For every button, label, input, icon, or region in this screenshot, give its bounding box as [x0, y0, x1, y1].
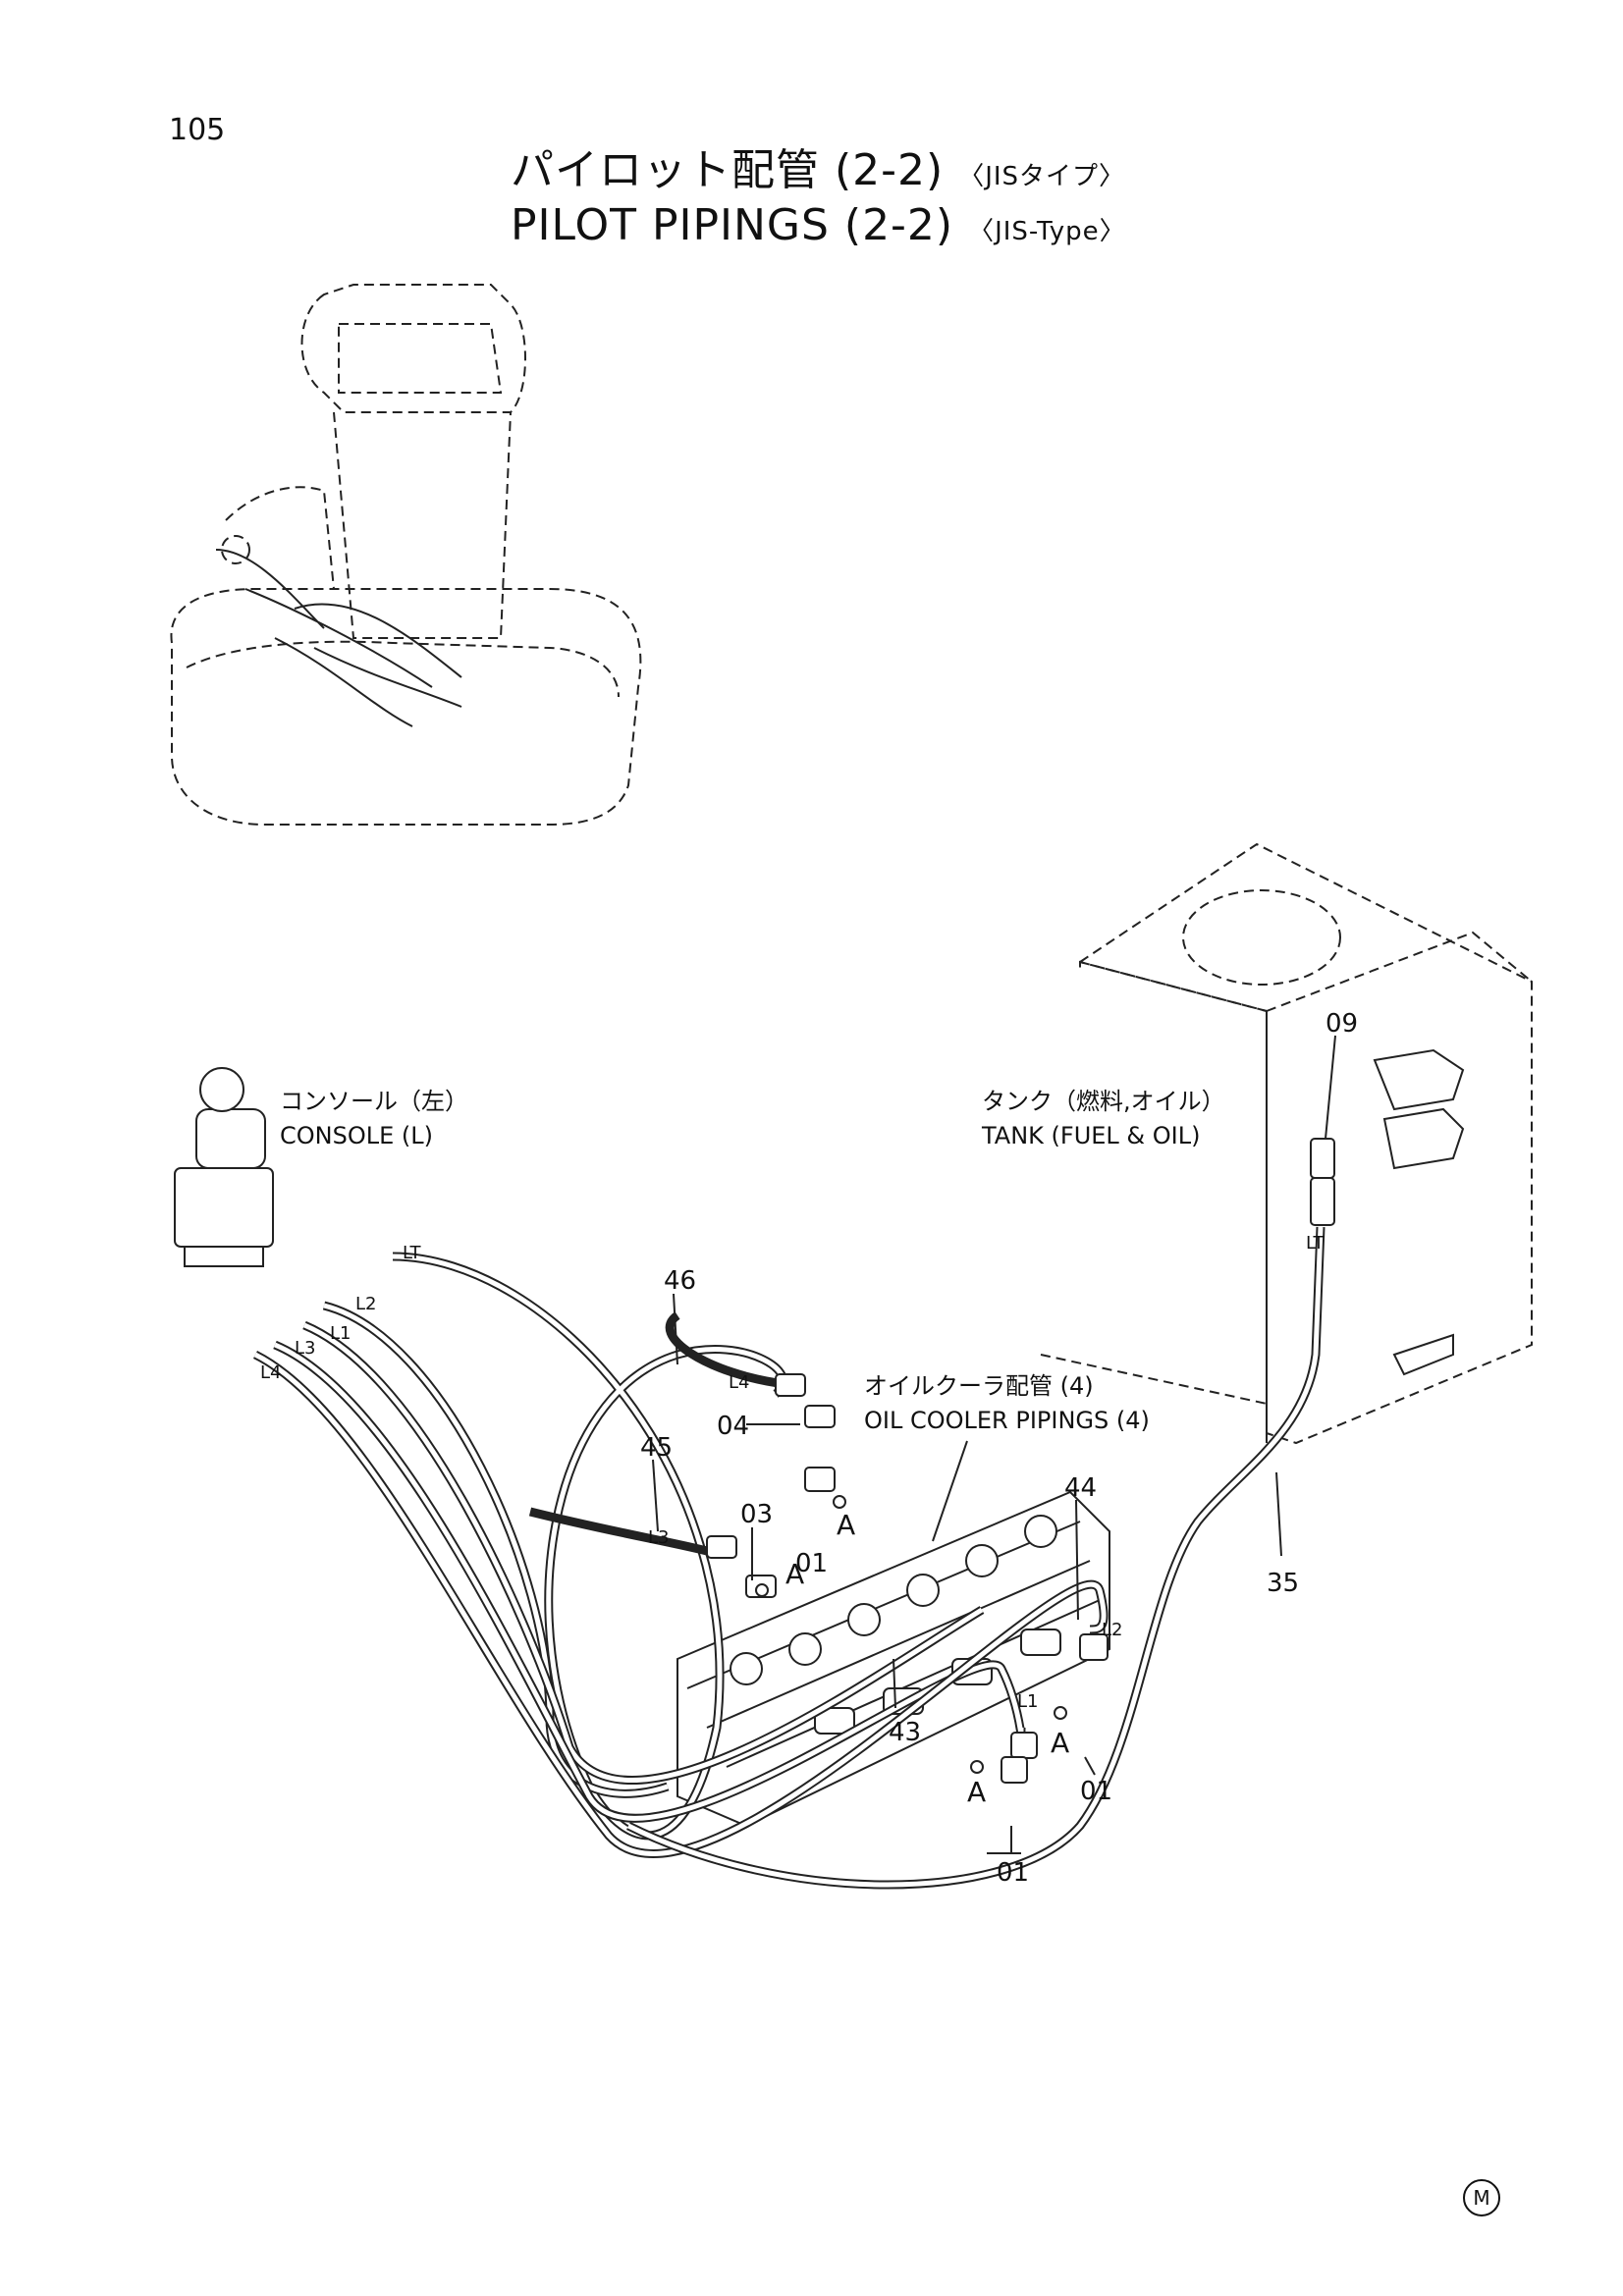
- page-number: 105: [169, 113, 226, 147]
- oil-cooler-label-ja: オイルクーラ配管 (4): [864, 1372, 1094, 1400]
- console-label-en: CONSOLE (L): [280, 1122, 433, 1149]
- connector-l2-valve: L2: [1102, 1620, 1123, 1640]
- tank-drawing: [1040, 842, 1533, 1445]
- connector-l4-valve: L4: [729, 1372, 750, 1393]
- title-english-tag: 〈JIS-Type〉: [968, 217, 1126, 246]
- part-number-03: 03: [740, 1500, 774, 1529]
- title-japanese-tag: 〈JISタイプ〉: [958, 162, 1126, 191]
- seat-overview-drawing: [170, 284, 642, 826]
- connector-l1-valve: L1: [1017, 1691, 1039, 1712]
- connector-l2-console: L2: [355, 1294, 377, 1314]
- part-number-43: 43: [889, 1718, 922, 1747]
- part-number-45: 45: [640, 1433, 674, 1463]
- part-number-09: 09: [1325, 1009, 1359, 1039]
- title-english: PILOT PIPINGS (2-2) 〈JIS-Type〉: [511, 204, 1126, 247]
- part-number-01-bottom: 01: [997, 1858, 1030, 1888]
- fittings: [706, 1138, 1335, 1784]
- connector-l3-valve: L3: [648, 1527, 670, 1548]
- part-number-04: 04: [717, 1412, 750, 1441]
- section-mark-a-1: A: [837, 1509, 856, 1541]
- part-number-35: 35: [1267, 1569, 1300, 1598]
- connector-l4-console: L4: [260, 1362, 282, 1383]
- tank-label-ja: タンク（燃料,オイル）: [982, 1088, 1225, 1115]
- console-label-ja: コンソール（左）: [280, 1088, 468, 1115]
- leader-lines: [652, 1035, 1336, 1854]
- connector-l3-console: L3: [295, 1338, 316, 1359]
- part-number-44: 44: [1064, 1473, 1098, 1503]
- corner-circled-mark: M: [1463, 2179, 1500, 2216]
- tank-label-en: TANK (FUEL & OIL): [982, 1122, 1201, 1149]
- section-mark-a-4: A: [967, 1776, 987, 1808]
- title-japanese: パイロット配管 (2-2) 〈JISタイプ〉: [511, 149, 1125, 192]
- connector-lt-tank: LT: [1306, 1233, 1325, 1254]
- title-japanese-text: パイロット配管 (2-2): [511, 145, 945, 195]
- console-valve-drawing: [174, 1067, 274, 1267]
- section-mark-a-2: A: [785, 1558, 805, 1590]
- title-english-text: PILOT PIPINGS (2-2): [511, 200, 954, 250]
- part-number-01-right: 01: [1080, 1777, 1113, 1806]
- connector-l1-console: L1: [330, 1323, 352, 1344]
- part-number-46: 46: [664, 1266, 697, 1296]
- section-mark-a-3: A: [1051, 1727, 1070, 1759]
- oil-cooler-label-en: OIL COOLER PIPINGS (4): [864, 1407, 1150, 1434]
- part-number-01-upper: 01: [795, 1549, 829, 1578]
- connector-lt-console: LT: [403, 1243, 421, 1263]
